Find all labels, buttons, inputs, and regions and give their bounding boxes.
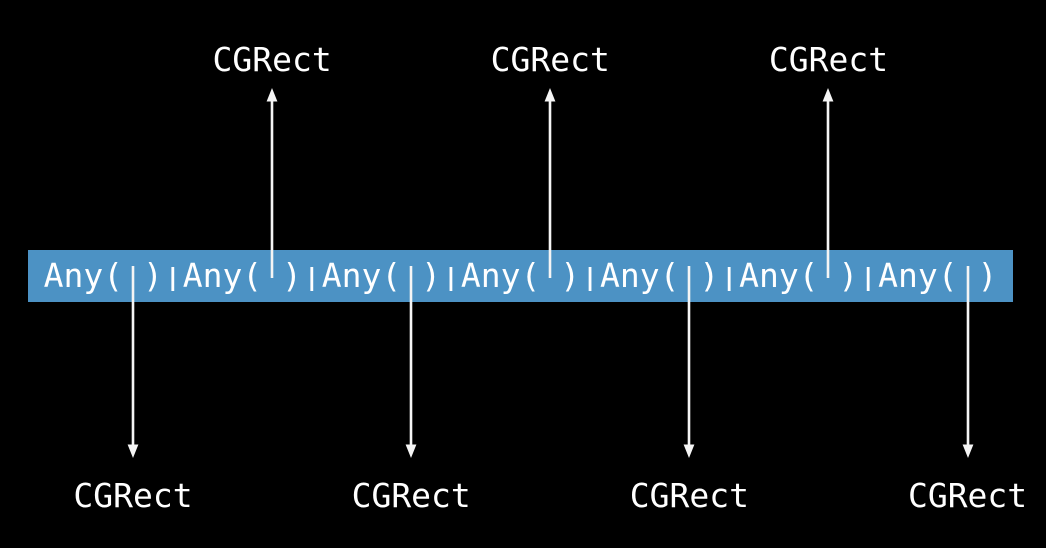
down-arrow-icon	[125, 266, 141, 458]
any-cell-label: Any( )	[878, 256, 998, 295]
cell-separator: |	[301, 263, 322, 292]
any-cell-label: Any( )	[599, 256, 720, 295]
cgrect-label-top: CGRect	[212, 40, 332, 79]
cgrect-label-bottom: CGRect	[907, 476, 1028, 515]
cell-separator: |	[162, 263, 183, 292]
cell-separator: |	[441, 263, 461, 292]
cgrect-label-top: CGRect	[490, 40, 610, 79]
up-arrow-icon	[820, 88, 836, 278]
cgrect-label-bottom: CGRect	[629, 476, 749, 515]
any-cell-label: Any( )	[321, 256, 442, 295]
any-buffer-row: Any( ) CGRect | Any( ) CGRect | Any( ) CGRe…	[28, 40, 1028, 515]
any-cell-6: Any( ) CGRect	[739, 40, 888, 302]
down-arrow-icon	[681, 266, 697, 458]
up-arrow-icon	[542, 88, 558, 278]
any-cell-label: Any( )	[739, 256, 859, 295]
any-cell-3: Any( ) CGRect	[321, 250, 471, 515]
any-buffer-bar: Any( ) CGRect | Any( ) CGRect | Any( ) CGRe…	[28, 40, 1028, 515]
any-cell-5: Any( ) CGRect	[599, 250, 749, 515]
down-arrow-icon	[403, 266, 419, 458]
any-cell-label: Any( )	[182, 256, 302, 295]
any-cell-4: Any( ) CGRect	[460, 40, 610, 302]
any-cell-1: Any( ) CGRect	[43, 250, 193, 515]
cell-separator: |	[719, 263, 740, 292]
cell-separator: |	[580, 263, 600, 292]
cgrect-label-bottom: CGRect	[351, 476, 471, 515]
any-cell-label: Any( )	[43, 256, 163, 295]
any-cell-2: Any( ) CGRect	[182, 40, 332, 302]
cgrect-label-top: CGRect	[768, 40, 889, 79]
any-cell-7: Any( ) CGRect	[878, 250, 1027, 515]
down-arrow-icon	[960, 266, 976, 458]
cell-separator: |	[858, 263, 879, 292]
any-cell-label: Any( )	[460, 256, 581, 295]
up-arrow-icon	[264, 88, 280, 278]
cgrect-label-bottom: CGRect	[73, 476, 193, 515]
